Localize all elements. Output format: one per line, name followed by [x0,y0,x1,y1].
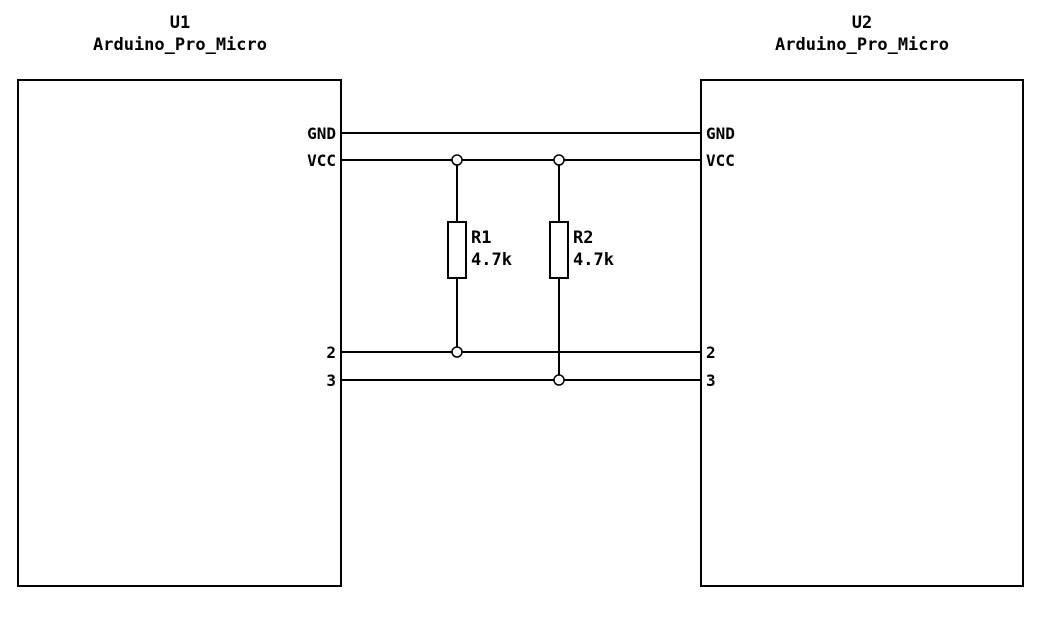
u2-pin-label-2: 2 [706,343,716,362]
u2-reference: U2 [852,13,872,33]
u2-pin-label-3: 3 [706,371,716,390]
r1-body [447,221,467,279]
u1-value: Arduino_Pro_Micro [93,35,267,55]
r2-bottom-pin-circle [553,374,565,386]
u1-pin-label-3: 3 [326,371,336,390]
u2-value: Arduino_Pro_Micro [775,35,949,55]
r1-top-pin-circle [451,154,463,166]
u2-pin-label-gnd: GND [706,124,735,143]
u1-reference: U1 [170,13,190,33]
u1-pin-label-2: 2 [326,343,336,362]
r1-bottom-pin-circle [451,346,463,358]
u2-pin-label-vcc: VCC [706,151,735,170]
r2-reference: R2 [573,228,593,248]
u1-pin-label-gnd: GND [307,124,336,143]
r2-value: 4.7k [573,250,614,270]
r2-body [549,221,569,279]
u1-pin-label-vcc: VCC [307,151,336,170]
r1-value: 4.7k [471,250,512,270]
r1-reference: R1 [471,228,491,248]
r2-top-pin-circle [553,154,565,166]
u2-body [700,79,1024,587]
u1-body [17,79,342,587]
